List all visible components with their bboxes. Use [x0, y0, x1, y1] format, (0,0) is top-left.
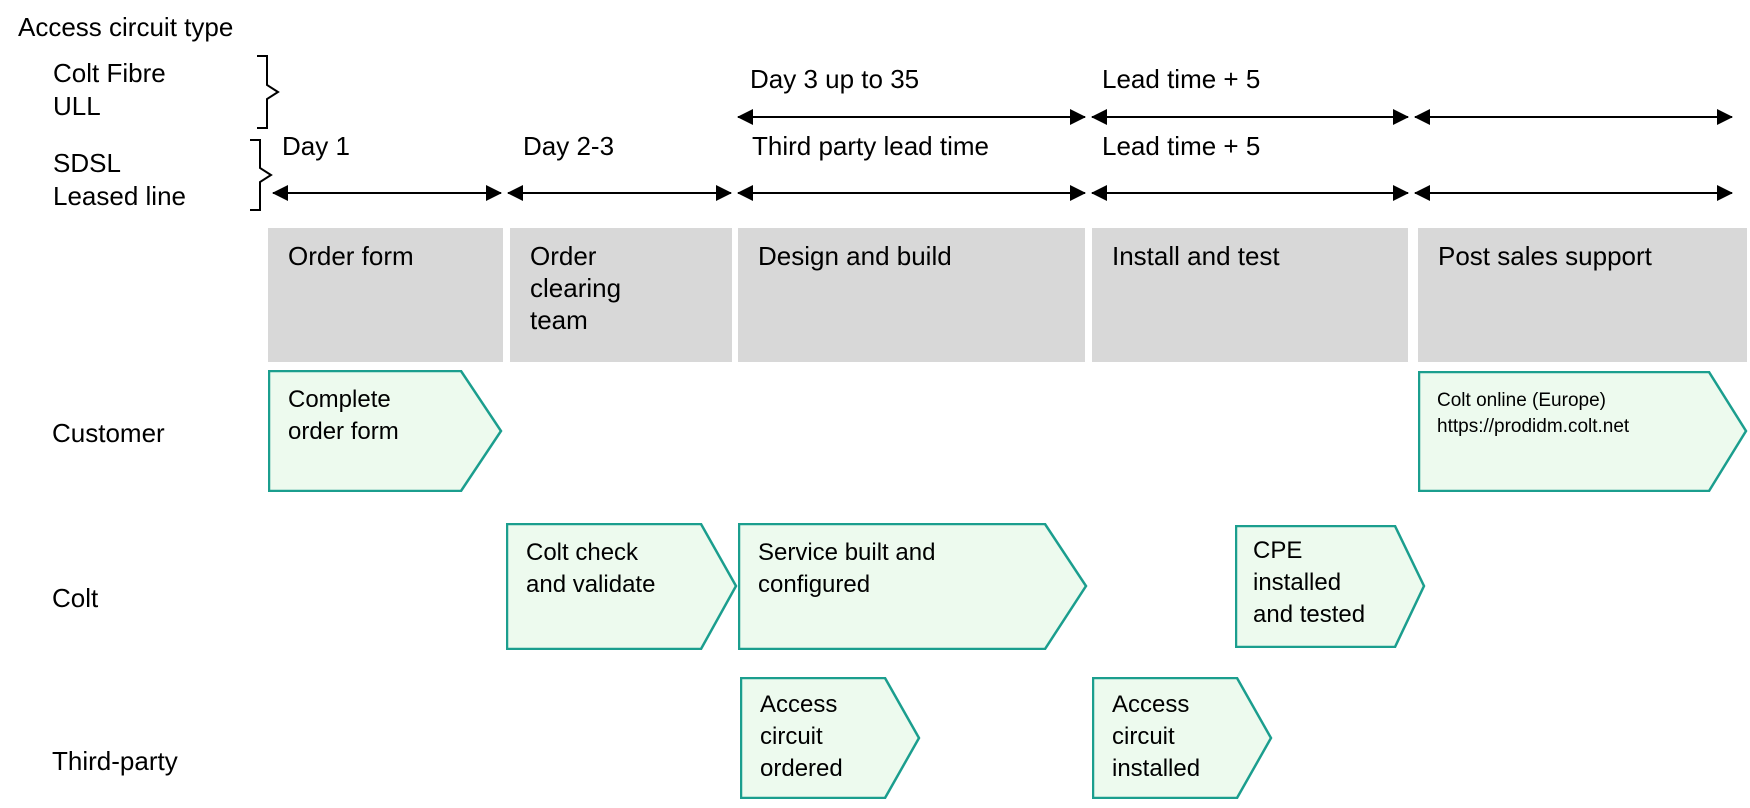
access-type-fibre-ull: Colt Fibre ULL	[53, 57, 166, 123]
step-colt-check-and-validate: Colt check and validate	[506, 523, 738, 650]
timeline-segment	[507, 185, 732, 201]
lane-label-customer: Customer	[52, 418, 165, 448]
access-type-sdsl-leased: SDSL Leased line	[53, 147, 186, 213]
access-type-line: SDSL	[53, 148, 121, 178]
timeline-segment	[1414, 109, 1733, 125]
step-service-built-and-configured: Service built and configured	[738, 523, 1088, 650]
timeline-label: Day 2-3	[523, 131, 615, 161]
step-cpe-installed-and-tested: CPE installed and tested	[1235, 525, 1426, 648]
timeline-label: Day 3 up to 35	[750, 64, 920, 94]
chevron-shape	[268, 370, 503, 492]
phase-label: Post sales support	[1438, 241, 1652, 271]
chevron-shape	[1235, 525, 1426, 648]
step-colt-online: Colt online (Europe) https://prodidm.col…	[1418, 371, 1748, 492]
timeline-segment	[737, 109, 1086, 125]
step-access-circuit-installed: Access circuit installed	[1092, 677, 1273, 799]
phase-box-order-form: Order form	[268, 228, 503, 362]
brace-icon	[250, 139, 273, 211]
lane-label-third-party: Third-party	[52, 746, 178, 776]
timeline-segment	[1091, 185, 1409, 201]
timeline-label: Day 1	[282, 131, 350, 161]
timeline-label: Lead time + 5	[1102, 64, 1261, 94]
phase-box-order-clearing-team: Order clearing team	[510, 228, 732, 362]
chevron-shape	[1418, 371, 1748, 492]
brace-icon	[257, 55, 280, 129]
phase-label: Install and test	[1112, 241, 1280, 271]
step-label: Complete order form	[288, 386, 399, 445]
phase-box-design-and-build: Design and build	[738, 228, 1085, 362]
step-label: CPE installed and tested	[1253, 537, 1366, 628]
phase-label: Design and build	[758, 241, 952, 271]
phase-label: Order clearing team	[530, 241, 622, 335]
page-title: Access circuit type	[18, 12, 234, 42]
phase-label: Order form	[288, 241, 414, 271]
chevron-shape	[738, 523, 1088, 650]
step-complete-order-form: Complete order form	[268, 370, 503, 492]
step-url: https://prodidm.colt.net	[1437, 416, 1630, 437]
phase-box-post-sales-support: Post sales support	[1418, 228, 1747, 362]
timeline-segment	[1414, 185, 1733, 201]
chevron-shape	[506, 523, 738, 650]
timeline-segment	[1091, 109, 1409, 125]
timeline-label: Third party lead time	[752, 131, 989, 161]
step-label: Access circuit ordered	[760, 691, 843, 782]
timeline-segment	[737, 185, 1086, 201]
access-type-line: Leased line	[53, 181, 186, 211]
step-label: Access circuit installed	[1112, 691, 1201, 782]
step-access-circuit-ordered: Access circuit ordered	[740, 677, 921, 799]
step-label: Colt online (Europe)	[1437, 390, 1606, 411]
step-label: Service built and configured	[758, 539, 936, 598]
access-type-line: Colt Fibre	[53, 58, 166, 88]
lane-label-colt: Colt	[52, 583, 99, 613]
timeline-label: Lead time + 5	[1102, 131, 1261, 161]
timeline-segment	[272, 185, 502, 201]
step-label: Colt check and validate	[526, 539, 656, 598]
access-type-line: ULL	[53, 91, 101, 121]
phase-box-install-and-test: Install and test	[1092, 228, 1408, 362]
chevron-shape	[1092, 677, 1273, 799]
chevron-shape	[740, 677, 921, 799]
